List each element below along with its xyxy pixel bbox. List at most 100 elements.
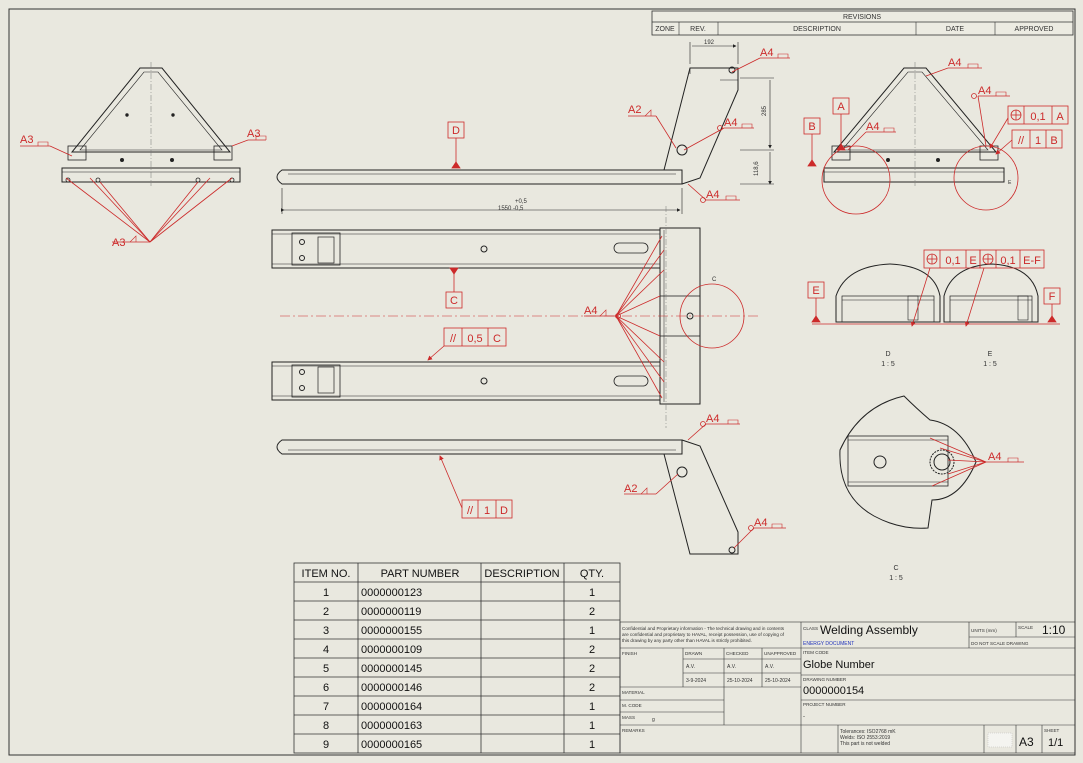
- tol-parallel-c-value: 0,5: [467, 333, 482, 345]
- note-not-welded: This part is not welded: [840, 741, 890, 747]
- detail-e-scale: 1 : 5: [983, 361, 997, 368]
- bom-table: [293, 562, 621, 754]
- datum-b-label: B: [808, 121, 815, 133]
- class-value: Welding Assembly: [820, 623, 918, 637]
- checked-by: A.V.: [727, 664, 736, 670]
- tol-parallel-b-value: 1: [1035, 135, 1041, 147]
- detail-c-label: C: [893, 565, 898, 572]
- tol-parallel-c-datum: C: [493, 333, 501, 345]
- note-welds: Welds: ISO 2553:2019: [840, 735, 890, 741]
- approved-by: A.V.: [765, 664, 774, 670]
- dim-285: 285: [762, 105, 768, 116]
- approved-label: UNAPPROVED: [764, 651, 797, 656]
- weld-label-a3-left: A3: [20, 134, 33, 146]
- dim-118-6: 118,6: [754, 161, 760, 176]
- mass-label: MASS: [622, 715, 635, 720]
- detail-e-callout-letter: E: [1008, 180, 1012, 186]
- datum-d: [447, 121, 465, 169]
- bom-item: 4: [323, 644, 329, 656]
- right-front-weld-leaders: [847, 63, 1010, 151]
- sheet-size: A3: [1019, 735, 1034, 749]
- datum-b: [803, 117, 821, 167]
- detail-d-scale: 1 : 5: [881, 361, 895, 368]
- tol-parallel-d-symbol: //: [467, 505, 474, 517]
- bom-rows: 1 0000000123 1 2 0000000119 2 3 00000001…: [323, 587, 595, 751]
- tol-parallel-b-datum: B: [1050, 135, 1057, 147]
- mass-unit: g: [652, 717, 655, 723]
- class-label: CLASS: [803, 626, 818, 631]
- table-row: 6 0000000146 2: [323, 682, 595, 694]
- detail-c-callout-letter: C: [712, 277, 717, 283]
- bom-header-item: ITEM NO.: [302, 568, 351, 580]
- rev-header-approved: APPROVED: [1015, 26, 1054, 33]
- table-row: 9 0000000165 1: [323, 739, 595, 751]
- table-row: 2 0000000119 2: [323, 606, 595, 618]
- tol-parallel-d-value: 1: [484, 505, 490, 517]
- datum-c-label: C: [450, 295, 458, 307]
- revisions-table: REVISIONS ZONE REV. DESCRIPTION DATE APP…: [651, 10, 1074, 36]
- bom-qty: 2: [589, 682, 595, 694]
- detail-e-callout-circle: [953, 145, 1019, 211]
- bom-item: 9: [323, 739, 329, 751]
- units-label: UNITS (mm): [971, 628, 997, 633]
- detail-d-callout-circle: [821, 145, 891, 215]
- detail-d-label: D: [885, 351, 890, 358]
- detail-e-label: E: [988, 351, 993, 358]
- side-top-weld-leaders: [628, 53, 790, 203]
- tol-parallel-d-datum: D: [500, 505, 508, 517]
- weld-label-a3-bottom: A3: [112, 237, 125, 249]
- material-label: MATERIAL: [622, 690, 645, 695]
- weld-label-a2-bottom: A2: [624, 483, 637, 495]
- bom-header-qty: QTY.: [580, 568, 604, 580]
- bom-qty: 1: [589, 587, 595, 599]
- bom-part: 0000000163: [361, 720, 422, 732]
- detail-e-view: [943, 263, 1039, 323]
- rev-header-description: DESCRIPTION: [793, 26, 841, 33]
- tolerance-frame-parallel-b: [995, 129, 1063, 155]
- detail-c-scale: 1 : 5: [889, 575, 903, 582]
- table-row: 3 0000000155 1: [323, 625, 595, 637]
- scale-value: 1:10: [1042, 623, 1066, 637]
- energy-document-link[interactable]: ENERGY DOCUMENT: [803, 641, 854, 647]
- bom-header-description: DESCRIPTION: [484, 568, 559, 580]
- detail-c-weld-leaders: [929, 437, 1024, 487]
- datum-a-label: A: [837, 101, 845, 113]
- sheet-label: SHEET: [1044, 728, 1060, 733]
- company-logo-placeholder: [987, 732, 1013, 748]
- drawing-number-value: 0000000154: [803, 685, 864, 697]
- weld-label-a3-right: A3: [247, 128, 260, 140]
- bom-part: 0000000165: [361, 739, 422, 751]
- weld-label-a4-detail-c: A4: [988, 451, 1001, 463]
- confidential-line-1: Confidential and Proprietary information…: [622, 626, 785, 631]
- datum-e-label: E: [812, 285, 819, 297]
- tolerance-frame-parallel-c: [427, 327, 507, 361]
- bom-qty: 1: [589, 720, 595, 732]
- m-code-label: M. CODE: [622, 703, 642, 708]
- drawing-number-label: DRAWING NUMBER: [803, 677, 847, 682]
- bom-qty: 1: [589, 701, 595, 713]
- rev-header-zone: ZONE: [655, 26, 675, 33]
- datum-f-label: F: [1049, 291, 1056, 303]
- front-view-weld-leaders: [20, 135, 267, 243]
- bom-part: 0000000155: [361, 625, 422, 637]
- bom-header-part: PART NUMBER: [381, 568, 460, 580]
- checked-label: CHECKED: [726, 651, 749, 656]
- approved-date: 25-10-2024: [765, 678, 791, 684]
- detail-d-view: [835, 263, 941, 323]
- table-row: 5 0000000145 2: [323, 663, 595, 675]
- drawn-date: 3-9-2024: [686, 678, 706, 684]
- plan-view: [271, 206, 760, 428]
- project-number-label: PROJECT NUMBER: [803, 702, 846, 707]
- side-bottom-weld-leaders: [624, 419, 786, 549]
- tol-parallel-b-symbol: //: [1018, 135, 1025, 147]
- datum-c: [445, 267, 463, 309]
- tol-position-ef-value: 0,1: [1000, 255, 1015, 267]
- drawing-border: [8, 8, 1076, 756]
- dim-192: 192: [704, 40, 715, 46]
- confidential-line-2: are confidential and proprietary to HAVA…: [622, 632, 785, 637]
- item-code-label: ITEM CODE: [803, 650, 829, 655]
- tolerance-frame-parallel-d: [439, 455, 513, 519]
- detail-c-callout-circle: [679, 283, 745, 349]
- bom-part: 0000000146: [361, 682, 422, 694]
